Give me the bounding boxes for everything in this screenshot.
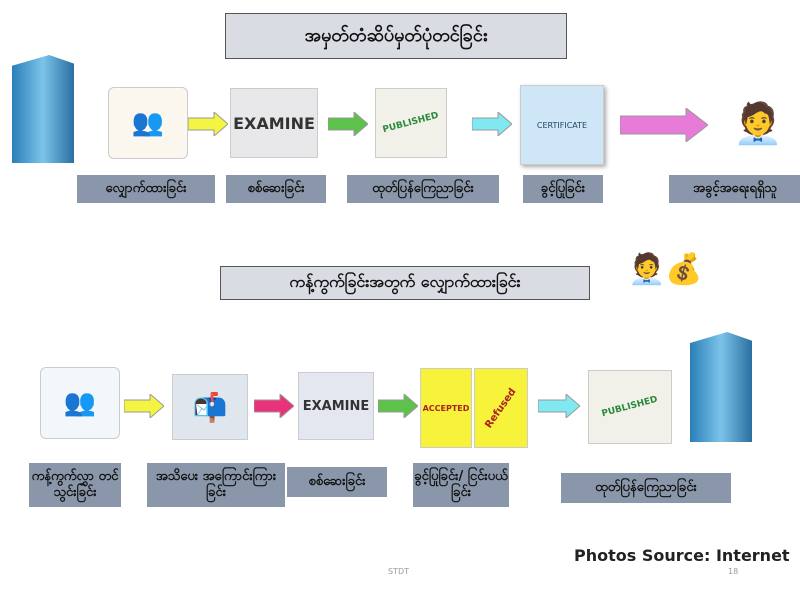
arrow-2 [328, 112, 368, 136]
published-stamp: PUBLISHED [381, 110, 441, 136]
footer-org: STDT [388, 567, 410, 576]
reception-desk-image-2: 👥 [40, 367, 120, 439]
step-notify: အသိပေး အကြောင်းကြားခြင်း [146, 462, 286, 508]
step-approve-refuse: ခွင့်ပြုခြင်း/ ငြင်းပယ်ခြင်း [412, 462, 510, 508]
step-apply: လျှောက်ထားခြင်း [76, 174, 216, 204]
arrow-6 [254, 394, 294, 418]
newspaper-image-2: PUBLISHED [588, 370, 672, 444]
page-number: 18 [728, 567, 739, 576]
examine-image-2: EXAMINE [298, 372, 374, 440]
step-submit-objection: ကန့်ကွက်လွှာ တင်သွင်းခြင်း [28, 462, 122, 508]
step-approve: ခွင့်ပြုခြင်း [522, 174, 604, 204]
step-rights-holder: အခွင့်အရေးရရှိသူ [668, 174, 800, 204]
building-image [12, 55, 74, 163]
step-publish-2: ထုတ်ပြန်ကြေညာခြင်း [560, 472, 732, 504]
refused-text: Refused [483, 386, 519, 430]
arrow-8 [538, 394, 580, 418]
arrow-7 [378, 394, 418, 418]
building-image-2 [690, 332, 752, 442]
newspaper-image: PUBLISHED [375, 88, 447, 158]
reception-desk-image: 👥 [108, 87, 188, 159]
step-publish: ထုတ်ပြန်ကြေညာခြင်း [346, 174, 500, 204]
examine-image: EXAMINE [230, 88, 318, 158]
examine-text: EXAMINE [233, 113, 315, 133]
refused-stamp-image: Refused [474, 368, 528, 448]
top-title: အမှတ်တံဆိပ်မှတ်ပုံတင်ခြင်း [225, 13, 567, 59]
arrow-3 [472, 112, 512, 136]
mailbox-image: 📬 [172, 374, 248, 440]
published-stamp-2: PUBLISHED [600, 394, 660, 420]
bottom-title: ကန့်ကွက်ခြင်းအတွက် လျှောက်ထားခြင်း [220, 266, 590, 300]
photos-source: Photos Source: Internet [574, 546, 790, 565]
step-examine-2: စစ်ဆေးခြင်း [286, 466, 388, 498]
arrow-5 [124, 394, 164, 418]
money-exchange-image: 🧑‍💼💰 [628, 252, 703, 287]
certificate-image: CERTIFICATE [520, 85, 604, 165]
businessman-image: 🧑‍💼 [733, 101, 783, 147]
arrow-4 [620, 108, 708, 142]
step-examine: စစ်ဆေးခြင်း [225, 174, 327, 204]
accepted-stamp-image: ACCEPTED [420, 368, 472, 448]
arrow-1 [188, 112, 228, 136]
examine-text-2: EXAMINE [302, 398, 370, 414]
certificate-text: CERTIFICATE [536, 120, 588, 130]
accepted-text: ACCEPTED [422, 403, 470, 413]
